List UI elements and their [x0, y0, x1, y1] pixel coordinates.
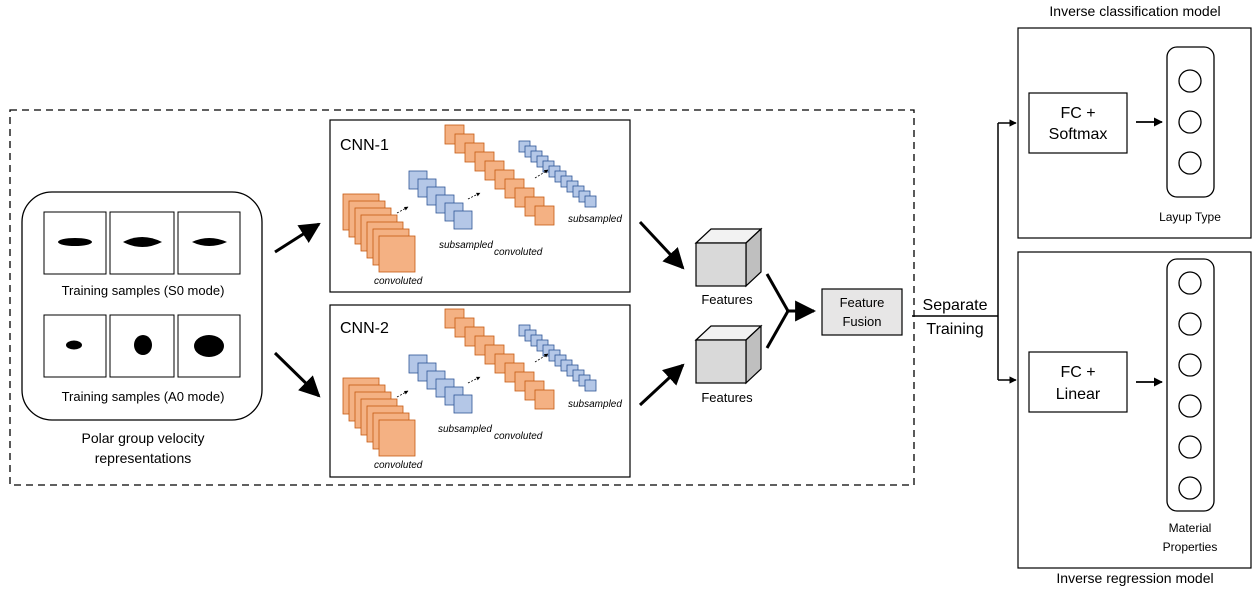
cnn1-stacks-sub2-layer	[584, 195, 597, 208]
cnn1-stacks-sub2	[518, 140, 597, 208]
cnn2-stacks-conv1	[342, 377, 416, 457]
classification-fc-line1: FC +	[1060, 105, 1095, 122]
cnn1-title: CNN-1	[340, 137, 389, 154]
fusion-line2: Fusion	[842, 314, 881, 329]
cnn1-convoluted-1: convoluted	[374, 276, 423, 287]
arrow-input-to-cnn2	[273, 351, 321, 398]
s0-samples	[43, 211, 241, 275]
separate-training-line2: Training	[926, 321, 983, 338]
regression-title: Inverse regression model	[1056, 570, 1213, 586]
merge-arrow	[765, 273, 817, 349]
representation-label-line2: representations	[95, 450, 192, 466]
cnn2-stacks-sub2	[518, 324, 597, 392]
flow-arrow	[534, 353, 549, 363]
regression-fc-box	[1028, 351, 1128, 413]
output-node	[1178, 353, 1202, 377]
a0-samples	[43, 314, 241, 378]
regression-fc-line2: Linear	[1056, 386, 1101, 403]
features-top-label: Features	[701, 292, 753, 307]
representation-label-line1: Polar group velocity	[82, 430, 205, 446]
cnn1-stacks-sub1	[408, 170, 473, 230]
regression-output-line1: Material	[1169, 521, 1212, 535]
classification-fc-line2: Softmax	[1049, 126, 1108, 143]
cnn1-convoluted-2: convoluted	[494, 247, 543, 258]
cnn1-subsampled-2: subsampled	[568, 214, 622, 225]
separate-training-line1: Separate	[923, 297, 988, 314]
cnn2-stacks-sub2-layer	[584, 379, 597, 392]
cnn1-stacks-conv2-layer	[534, 205, 555, 226]
classification-title: Inverse classification model	[1049, 3, 1220, 19]
cnn2-stacks-conv2	[444, 308, 555, 410]
cnn2-stacks-conv1-layer	[378, 419, 416, 457]
output-node	[1178, 110, 1202, 134]
output-node	[1178, 69, 1202, 93]
features-cube-top	[694, 227, 763, 288]
cnn2-stacks-sub1-layer	[453, 394, 473, 414]
cnn2-subsampled-2: subsampled	[568, 399, 622, 410]
cnn1-stacks-conv1-layer	[378, 235, 416, 273]
cnn1-stacks-conv2	[444, 124, 555, 226]
output-node	[1178, 312, 1202, 336]
classification-fc-box	[1028, 92, 1128, 154]
features-bottom-label: Features	[701, 390, 753, 405]
classification-output-label: Layup Type	[1159, 210, 1221, 224]
cnn2-convoluted-2: convoluted	[494, 431, 543, 442]
arrow-cnn1-to-features	[638, 220, 685, 270]
pipeline-frame	[9, 109, 915, 486]
output-node	[1178, 271, 1202, 295]
a0-caption: Training samples (A0 mode)	[62, 389, 225, 404]
regression-nodes	[1178, 271, 1202, 500]
cnn1-layer-stacks	[342, 124, 597, 273]
classification-nodes	[1178, 69, 1202, 175]
cnn2-stacks-conv2-layer	[534, 389, 555, 410]
output-node	[1178, 151, 1202, 175]
fusion-line1: Feature	[840, 295, 885, 310]
flow-arrow	[534, 169, 549, 179]
regression-output-layer	[1166, 258, 1215, 512]
regression-output-line2: Properties	[1163, 540, 1218, 554]
cnn1-stacks-sub1-layer	[453, 210, 473, 230]
output-node	[1178, 394, 1202, 418]
cnn1-stacks-conv1	[342, 193, 416, 273]
features-cube-bottom	[694, 324, 763, 385]
flow-arrow	[467, 376, 481, 384]
arrow-cnn2-to-features	[638, 363, 685, 407]
cnn2-title: CNN-2	[340, 320, 389, 337]
cnn1-subsampled-1: subsampled	[439, 240, 493, 251]
cnn2-stacks-sub1	[408, 354, 473, 414]
s0-caption: Training samples (S0 mode)	[62, 283, 225, 298]
feature-fusion-box	[821, 288, 903, 336]
output-node	[1178, 435, 1202, 459]
cnn2-layer-stacks	[342, 308, 597, 457]
regression-fc-line1: FC +	[1060, 364, 1095, 381]
flow-arrow	[467, 192, 481, 200]
output-node	[1178, 476, 1202, 500]
arrow-input-to-cnn1	[274, 222, 321, 254]
cnn2-convoluted-1: convoluted	[374, 460, 423, 471]
cnn2-subsampled-1: subsampled	[438, 424, 492, 435]
